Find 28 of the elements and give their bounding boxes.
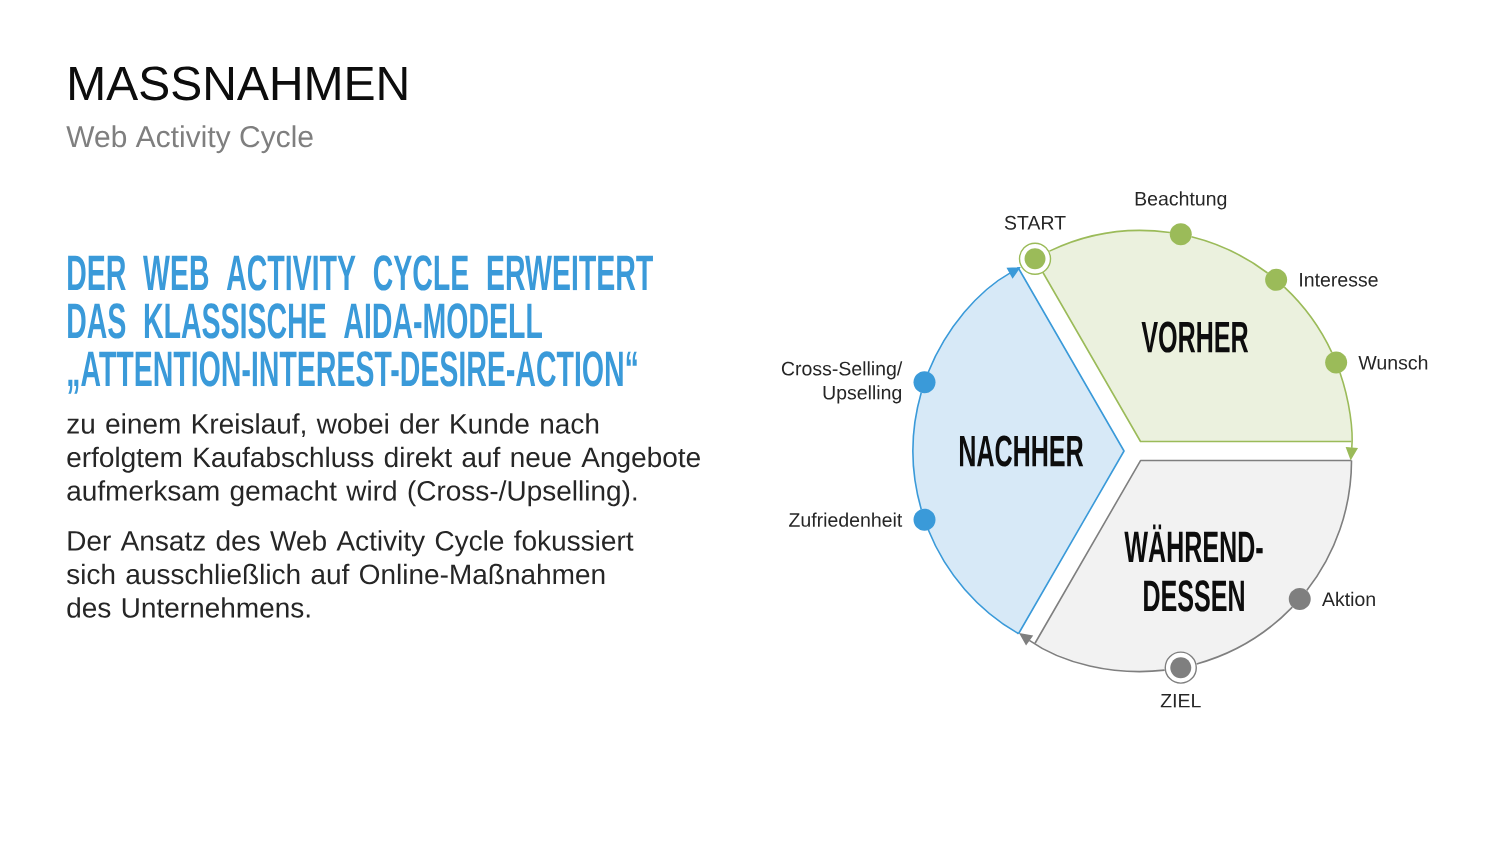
stage-dot [913,371,936,394]
connector-line [927,529,1020,635]
ringed-dot [1164,651,1197,684]
stage-dot [1288,587,1311,610]
stage-label: START [1004,215,1066,230]
stage-label: Cross-Selling/ Upselling [781,361,903,404]
arrow [1019,633,1166,673]
stage-label: ZIEL [1160,693,1201,708]
connector-line [1283,286,1333,354]
body-text: Der Ansatz des Web Activity Cycle fokussiert sich ausschließlich auf Online-Maßnahmen des Unternehmens. [67,530,634,618]
stage-dot [913,508,936,531]
stage-dot [1265,268,1288,291]
pie-segment: NACHHER [913,267,1125,635]
stage-label: Wunsch [1358,355,1428,370]
stage-dot [1325,351,1348,374]
connector-line [1048,229,1171,252]
body-text: zu einem Kreislauf, wobei der Kunde nach erfolgtem Kaufabschluss direkt auf neue Angebote aufmerksam gemacht wird (Cross-/Upselling). [67,413,700,507]
subtitle: Web Activity Cycle [66,125,313,154]
connector-line [1305,459,1353,592]
connector-line [912,392,922,510]
slide-title: MASSNAHMEN [70,66,407,101]
stage-label: Zufriedenheit [789,512,903,527]
headline: DER WEB ACTIVITY CYCLE ERWEITERT DAS KLASSISCHE AIDA-MODELL „ATTENTION-INTEREST-DESIRE-ACTION“ [68,255,653,394]
stage-dot [1169,223,1192,246]
stage-label: Beachtung [1135,191,1227,210]
connector-line [1190,235,1269,274]
connector-line [1195,606,1294,665]
ringed-dot [1018,242,1052,275]
